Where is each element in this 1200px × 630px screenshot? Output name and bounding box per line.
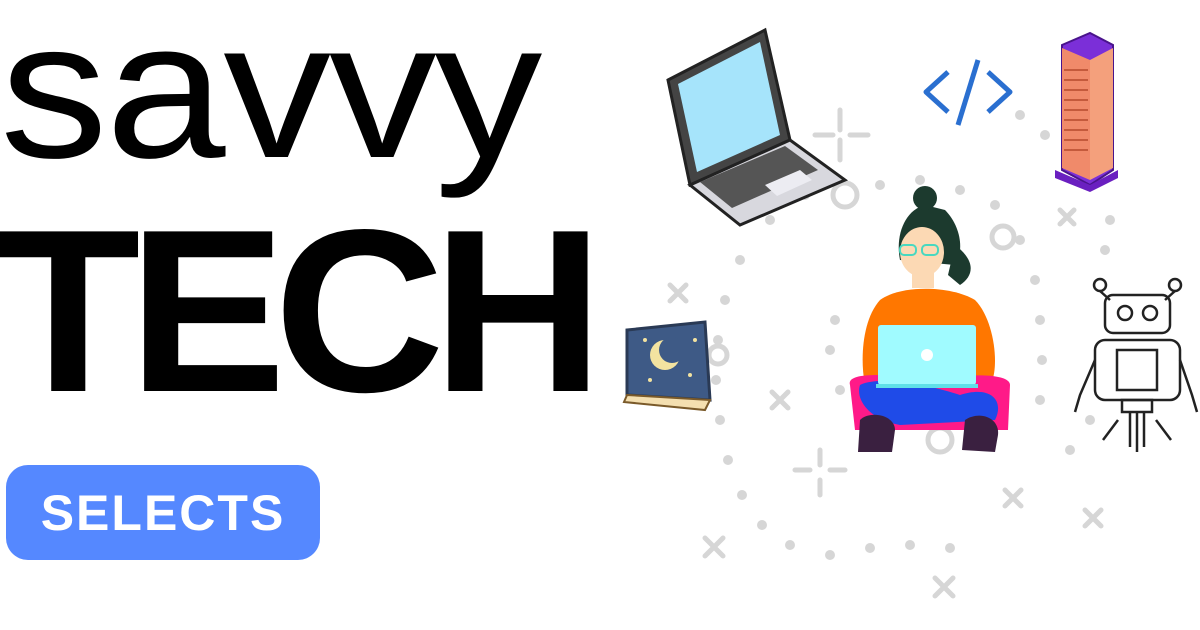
robot-icon bbox=[1073, 277, 1199, 452]
laptop-icon bbox=[666, 27, 849, 227]
headline-tech: TECH bbox=[0, 182, 603, 441]
skyscraper-icon bbox=[1055, 31, 1118, 192]
x-decorations bbox=[667, 207, 1104, 599]
sparkle-decoration bbox=[792, 107, 871, 498]
book-icon bbox=[622, 320, 712, 412]
selects-badge[interactable]: SELECTS bbox=[6, 465, 320, 560]
headline-savvy: savvy bbox=[0, 0, 542, 199]
tech-illustration bbox=[622, 27, 1199, 599]
woman-with-laptop-illustration bbox=[849, 186, 1010, 452]
code-tag-icon bbox=[923, 59, 1013, 126]
ring-decorations bbox=[706, 180, 1017, 455]
